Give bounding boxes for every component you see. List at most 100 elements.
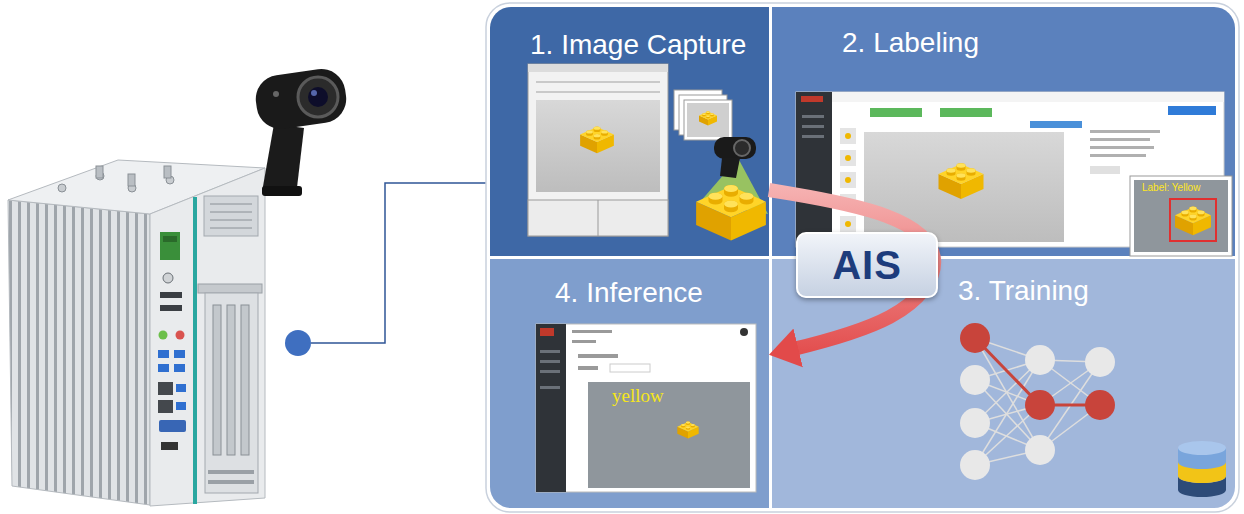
labeling-screenshot (1090, 166, 1120, 174)
capture-illustration (536, 100, 660, 192)
capture-illustration (687, 103, 729, 137)
workflow-panel (490, 259, 769, 508)
industrial-pc (193, 197, 197, 504)
labeling-screenshot (840, 216, 856, 232)
industrial-pc (204, 196, 258, 236)
webcam (253, 66, 350, 196)
industrial-pc (158, 350, 169, 358)
industrial-pc (227, 305, 235, 455)
stage-title: 4. Inference (555, 277, 763, 309)
labeling-screenshot (840, 128, 856, 144)
neural-network (1085, 347, 1115, 377)
industrial-pc (160, 305, 182, 311)
neural-network (960, 323, 990, 353)
neural-network (960, 365, 990, 395)
label-anchor: yellow (612, 386, 664, 407)
industrial-pc (208, 480, 254, 484)
labeling-screenshot (1090, 130, 1160, 133)
capture-illustration (528, 200, 668, 236)
workflow-panel (486, 3, 1239, 512)
neural-network (1025, 435, 1055, 465)
inference-screenshot (540, 350, 560, 353)
industrial-pc (8, 160, 265, 506)
neural-network (960, 450, 990, 480)
labeling-screenshot (802, 125, 824, 128)
industrial-pc (163, 236, 177, 242)
labeling-screenshot (802, 115, 824, 118)
inference-screenshot (536, 324, 756, 492)
industrial-pc (213, 305, 221, 455)
capture-illustration (714, 137, 756, 159)
capture-illustration (684, 100, 732, 140)
industrial-pc (150, 168, 265, 506)
inference-screenshot (536, 324, 756, 492)
industrial-pc (241, 305, 249, 455)
stage-title: 1. Image Capture (530, 29, 763, 61)
neural-network (960, 408, 990, 438)
labeling-screenshot (1175, 207, 1211, 236)
capture-illustration (720, 158, 740, 178)
stage-title: 2. Labeling (842, 27, 1229, 59)
labeling-screenshot (802, 135, 824, 138)
labeling-screenshot (1090, 138, 1150, 141)
industrial-pc (174, 350, 185, 358)
capture-illustration (696, 185, 766, 240)
inference-screenshot (540, 360, 560, 363)
industrial-pc (160, 292, 182, 298)
badge-text: AIS (832, 243, 902, 287)
neural-network (1085, 390, 1115, 420)
labeling-screenshot (1090, 146, 1154, 149)
capture-illustration (528, 64, 768, 240)
industrial-pc (8, 200, 150, 505)
class-label: Label: Yellow (1142, 182, 1200, 194)
inference-screenshot (588, 382, 750, 488)
industrial-pc (210, 204, 252, 205)
capture-illustration (734, 140, 750, 156)
industrial-pc (174, 364, 185, 372)
labeling-screenshot (1030, 121, 1082, 128)
industrial-pc (161, 442, 178, 450)
stage-panel: 4. Inference (490, 259, 769, 508)
industrial-pc (210, 212, 252, 213)
industrial-pc (198, 284, 262, 293)
labeling-screenshot (840, 150, 856, 166)
label-anchor: Label: Yellow (1142, 182, 1200, 194)
platform-badge: AIS (796, 232, 938, 298)
industrial-pc (159, 420, 186, 432)
inference-screenshot (540, 328, 554, 336)
webcam (308, 87, 328, 107)
stage-panel: 2. Labeling (772, 7, 1235, 256)
connection-line (285, 183, 486, 356)
industrial-pc (176, 331, 185, 340)
stage-panel: 1. Image Capture (490, 7, 769, 256)
database-icon (1178, 441, 1226, 455)
capture-illustration (536, 92, 660, 93)
capture-illustration (536, 82, 660, 83)
industrial-pc (158, 364, 169, 372)
industrial-pc (160, 232, 180, 260)
stage-title: 3. Training (958, 275, 1229, 307)
labeling-screenshot (940, 108, 992, 117)
labeling-screenshot (845, 133, 851, 139)
industrial-pc (210, 220, 252, 221)
inference-screenshot (610, 364, 650, 372)
connection-line (285, 330, 311, 356)
capture-illustration (528, 64, 668, 72)
industrial-pc (128, 174, 135, 186)
labeling-screenshot (796, 92, 832, 247)
inference-screenshot (677, 422, 698, 439)
inference-screenshot (740, 328, 748, 336)
industrial-pc (208, 470, 254, 474)
labeling-screenshot (845, 177, 851, 183)
workflow-panel (490, 7, 1235, 508)
industrial-pc (176, 402, 186, 410)
neural-network (1025, 390, 1055, 420)
labeling-screenshot (840, 172, 856, 188)
inference-screenshot (540, 370, 560, 373)
industrial-pc (159, 331, 168, 340)
webcam (273, 91, 279, 97)
labeling-screenshot (801, 96, 823, 102)
